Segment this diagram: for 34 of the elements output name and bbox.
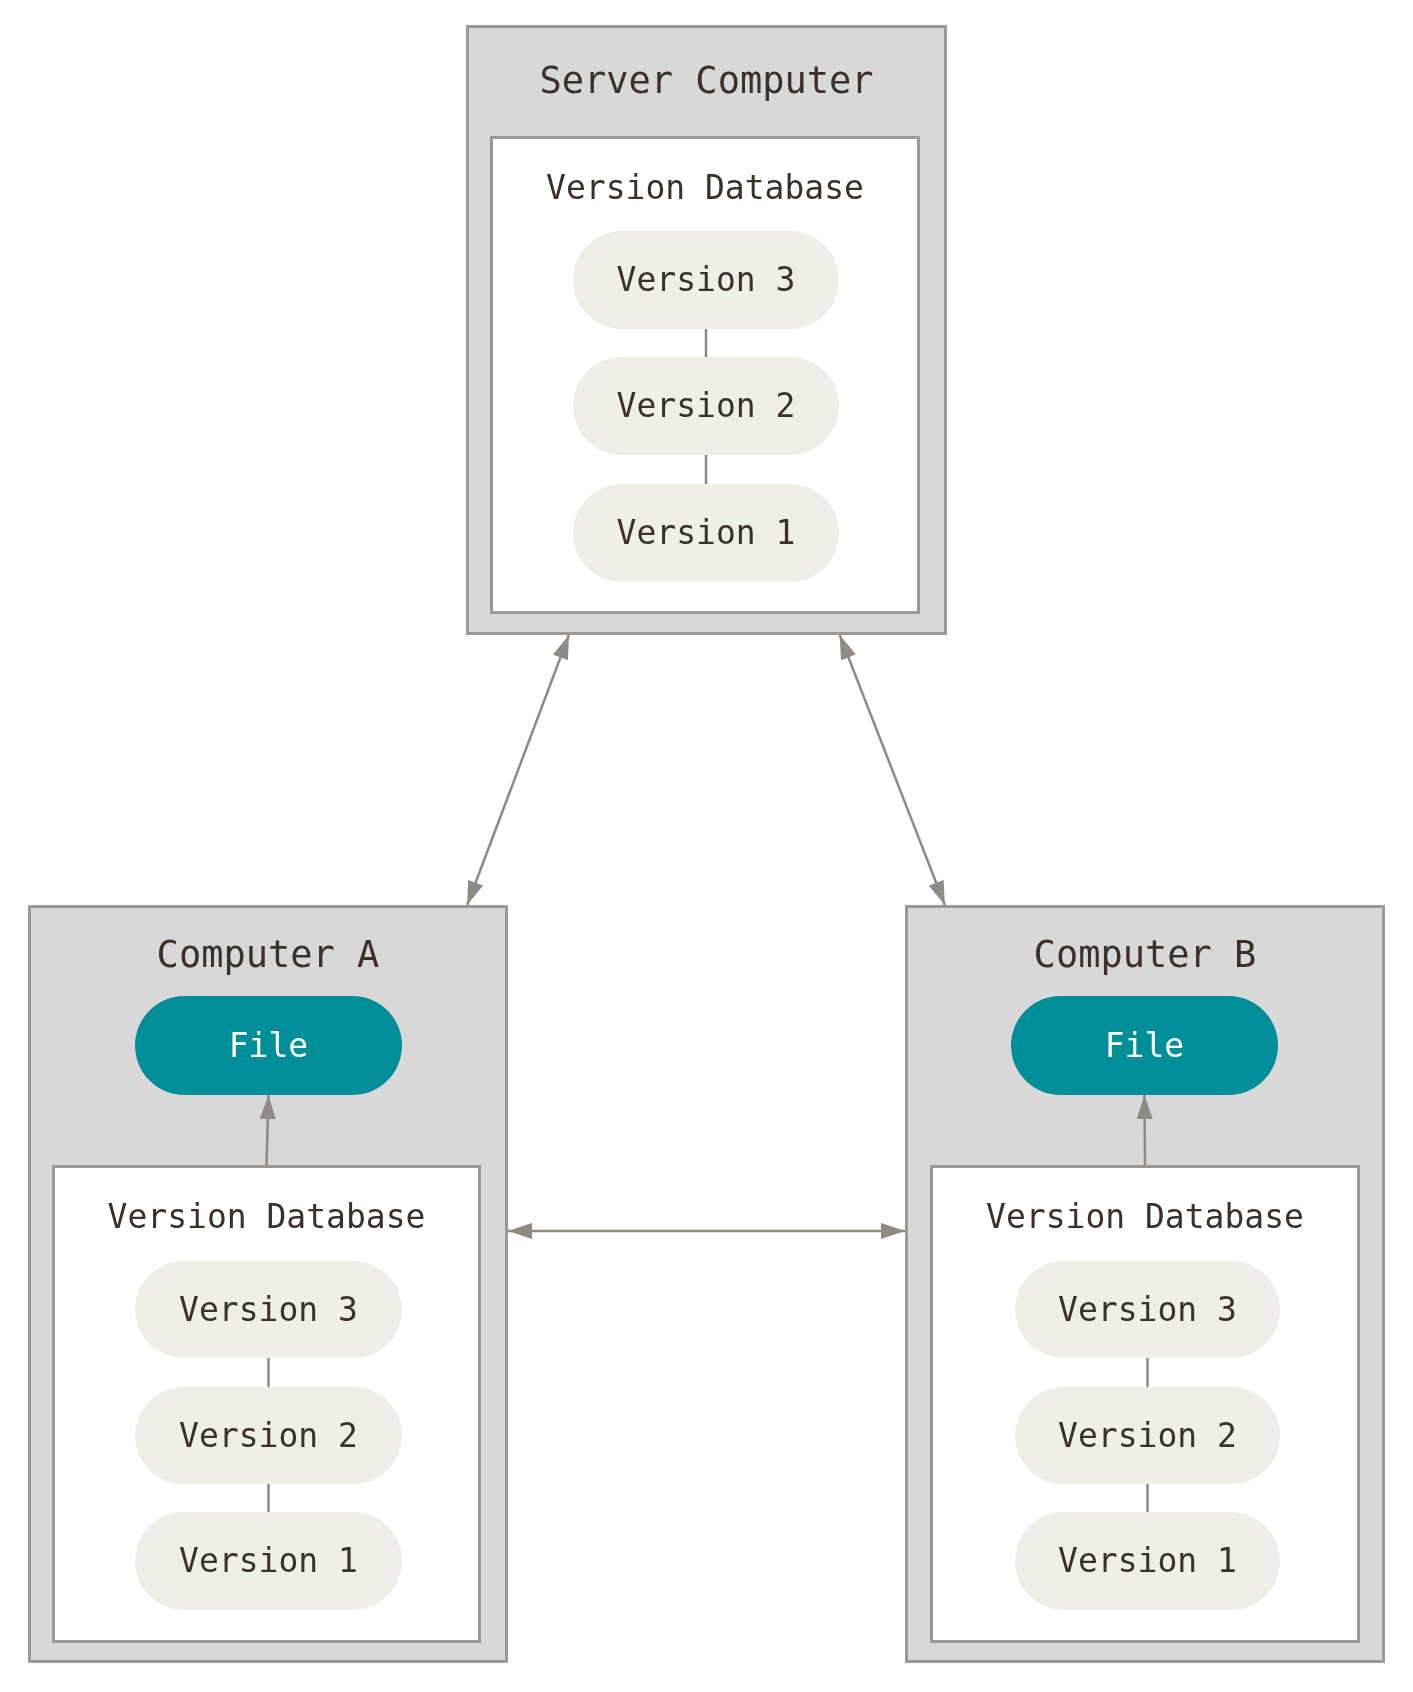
database-panel <box>52 1165 481 1643</box>
version-pill: Version 3 <box>1015 1261 1280 1358</box>
version-pill: Version 2 <box>573 357 839 455</box>
arrow <box>466 634 571 906</box>
version-pill: Version 2 <box>1015 1387 1280 1484</box>
version-pill: Version 2 <box>135 1387 402 1484</box>
version-pill: Version 1 <box>135 1512 402 1610</box>
computer-panel <box>28 905 508 1663</box>
connector-line <box>1146 1358 1149 1387</box>
arrow <box>838 634 946 906</box>
panel-heading: Version Database <box>107 1200 426 1233</box>
version-pill: Version 1 <box>573 484 839 582</box>
database-panel <box>490 136 920 614</box>
version-pill: Version 1 <box>1015 1512 1280 1610</box>
panel-heading: Version Database <box>546 171 864 204</box>
panel-heading: Computer A <box>156 936 380 973</box>
file-pill: File <box>135 996 402 1095</box>
version-pill: Version 3 <box>573 231 839 329</box>
arrow <box>259 1094 276 1166</box>
connector-line <box>704 329 708 357</box>
computer-panel <box>905 905 1385 1663</box>
panel-heading: Computer B <box>1033 936 1257 973</box>
arrow <box>508 1222 905 1239</box>
panel-heading: Server Computer <box>539 62 874 99</box>
connector-line <box>1146 1484 1149 1512</box>
computer-panel <box>466 25 947 635</box>
version-pill: Version 3 <box>135 1261 402 1358</box>
connector-line <box>704 455 708 484</box>
file-pill: File <box>1011 996 1278 1095</box>
connector-line <box>267 1484 270 1512</box>
arrow <box>1136 1095 1153 1165</box>
connector-line <box>267 1358 270 1387</box>
database-panel <box>930 1165 1360 1643</box>
panel-heading: Version Database <box>986 1200 1304 1233</box>
